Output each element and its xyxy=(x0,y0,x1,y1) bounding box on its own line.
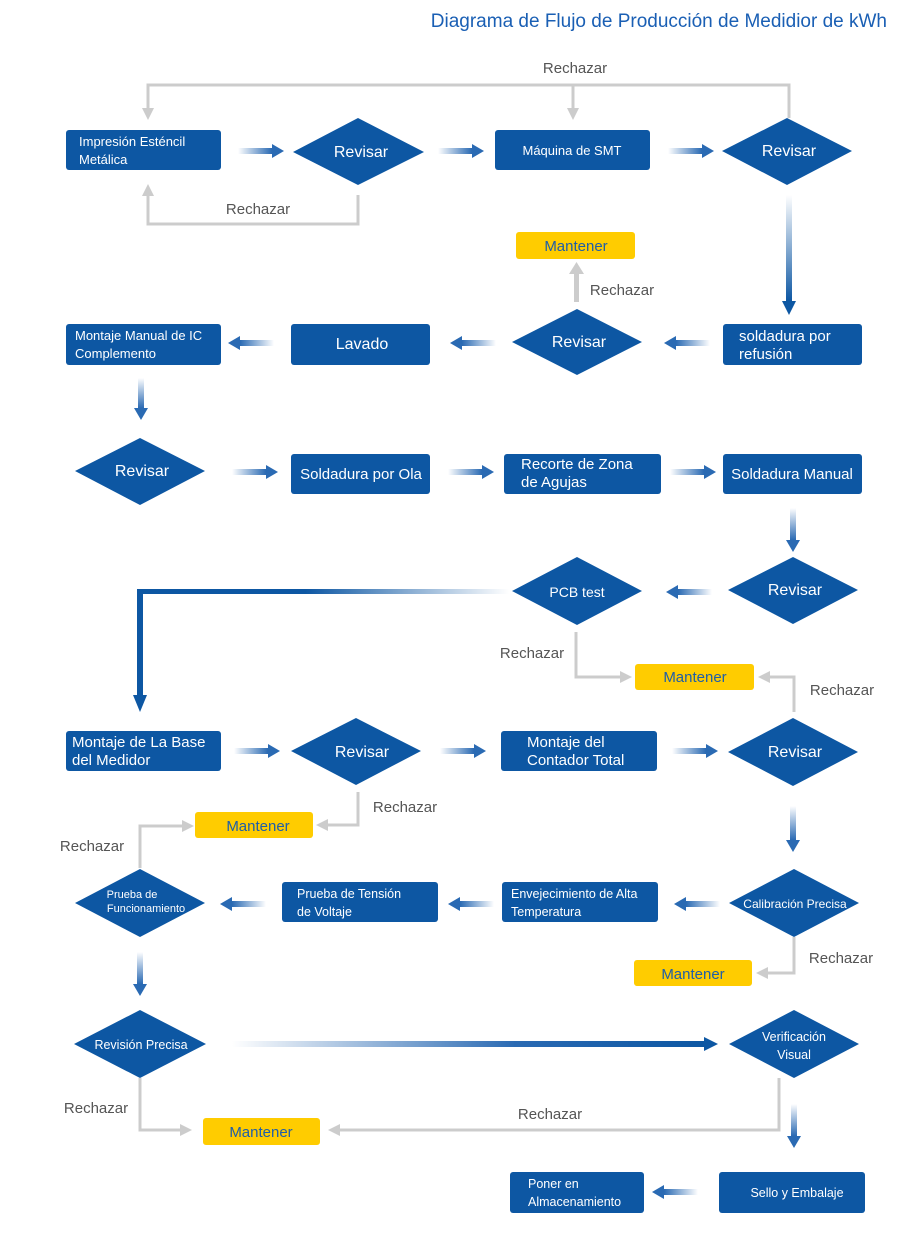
reject-label-visual-check: Rechazar xyxy=(518,1106,582,1123)
svg-text:Lavado: Lavado xyxy=(336,336,389,353)
precise-review-diamond: Revisión Precisa xyxy=(74,1010,206,1078)
reject-label-precise-review: Rechazar xyxy=(64,1100,128,1117)
svg-text:Soldadura por Ola: Soldadura por Ola xyxy=(300,466,422,483)
svg-text:Revisar: Revisar xyxy=(768,582,823,599)
reject-arrowheads xyxy=(142,108,770,1136)
reject-arrow-up-head xyxy=(569,262,584,274)
calibration-diamond: Calibración Precisa xyxy=(729,869,859,937)
svg-text:Revisar: Revisar xyxy=(762,143,817,160)
svg-text:Máquina de SMT: Máquina de SMT xyxy=(523,143,622,158)
hold-box-4: Mantener xyxy=(634,960,752,986)
svg-text:Revisar: Revisar xyxy=(334,144,389,161)
hold-box-2: Mantener xyxy=(635,664,754,690)
svg-text:Revisar: Revisar xyxy=(552,334,607,351)
box-washing: Lavado xyxy=(291,324,430,365)
diagram-title: Diagrama de Flujo de Producción de Medid… xyxy=(431,11,887,32)
svg-text:Soldadura Manual: Soldadura Manual xyxy=(731,466,853,483)
reject-label-function-test: Rechazar xyxy=(60,838,124,855)
check-diamond-base: Revisar xyxy=(291,718,421,785)
svg-text:Mantener: Mantener xyxy=(544,238,607,255)
reject-label-top: Rechazar xyxy=(543,60,607,77)
check-diamond-ic: Revisar xyxy=(75,438,205,505)
svg-text:Mantener: Mantener xyxy=(661,966,724,983)
reject-lines xyxy=(138,83,796,1132)
check-diamond-2: Revisar xyxy=(722,118,852,185)
reject-label-calibration: Rechazar xyxy=(809,950,873,967)
svg-text:Revisar: Revisar xyxy=(115,463,170,480)
check-diamond-manual-solder: Revisar xyxy=(728,557,858,624)
box-smt-machine: Máquina de SMT xyxy=(495,130,650,170)
hold-box-3: Mantener xyxy=(195,812,313,838)
pcb-test-diamond: PCB test xyxy=(512,557,642,625)
svg-text:PCB test: PCB test xyxy=(549,584,604,600)
svg-text:Revisar: Revisar xyxy=(335,744,390,761)
hold-box-5: Mantener xyxy=(203,1118,320,1145)
reject-arrow-up xyxy=(574,272,579,302)
check-diamond-wash: Revisar xyxy=(512,309,642,375)
svg-text:Mantener: Mantener xyxy=(663,669,726,686)
box-wave-soldering: Soldadura por Ola xyxy=(291,454,430,494)
svg-text:Calibración Precisa: Calibración Precisa xyxy=(743,897,847,911)
check-diamond-counter: Revisar xyxy=(728,718,858,786)
check-diamond-1: Revisar xyxy=(293,118,424,185)
reject-label-check-3: Rechazar xyxy=(810,682,874,699)
box-seal-packaging: Sello y Embalaje xyxy=(719,1172,865,1213)
flow-arrows xyxy=(133,144,801,1199)
svg-text:Revisión Precisa: Revisión Precisa xyxy=(94,1038,187,1052)
svg-text:Mantener: Mantener xyxy=(226,818,289,835)
reject-label-wash-check: Rechazar xyxy=(590,282,654,299)
reject-label-pcb-test: Rechazar xyxy=(500,645,564,662)
reject-label-base-check: Rechazar xyxy=(373,799,437,816)
reject-label-first-check: Rechazar xyxy=(226,201,290,218)
svg-text:Sello y Embalaje: Sello y Embalaje xyxy=(750,1186,843,1200)
svg-text:Mantener: Mantener xyxy=(229,1124,292,1141)
hold-box-1: Mantener xyxy=(516,232,635,259)
box-manual-soldering: Soldadura Manual xyxy=(723,454,862,494)
svg-text:Revisar: Revisar xyxy=(768,744,823,761)
